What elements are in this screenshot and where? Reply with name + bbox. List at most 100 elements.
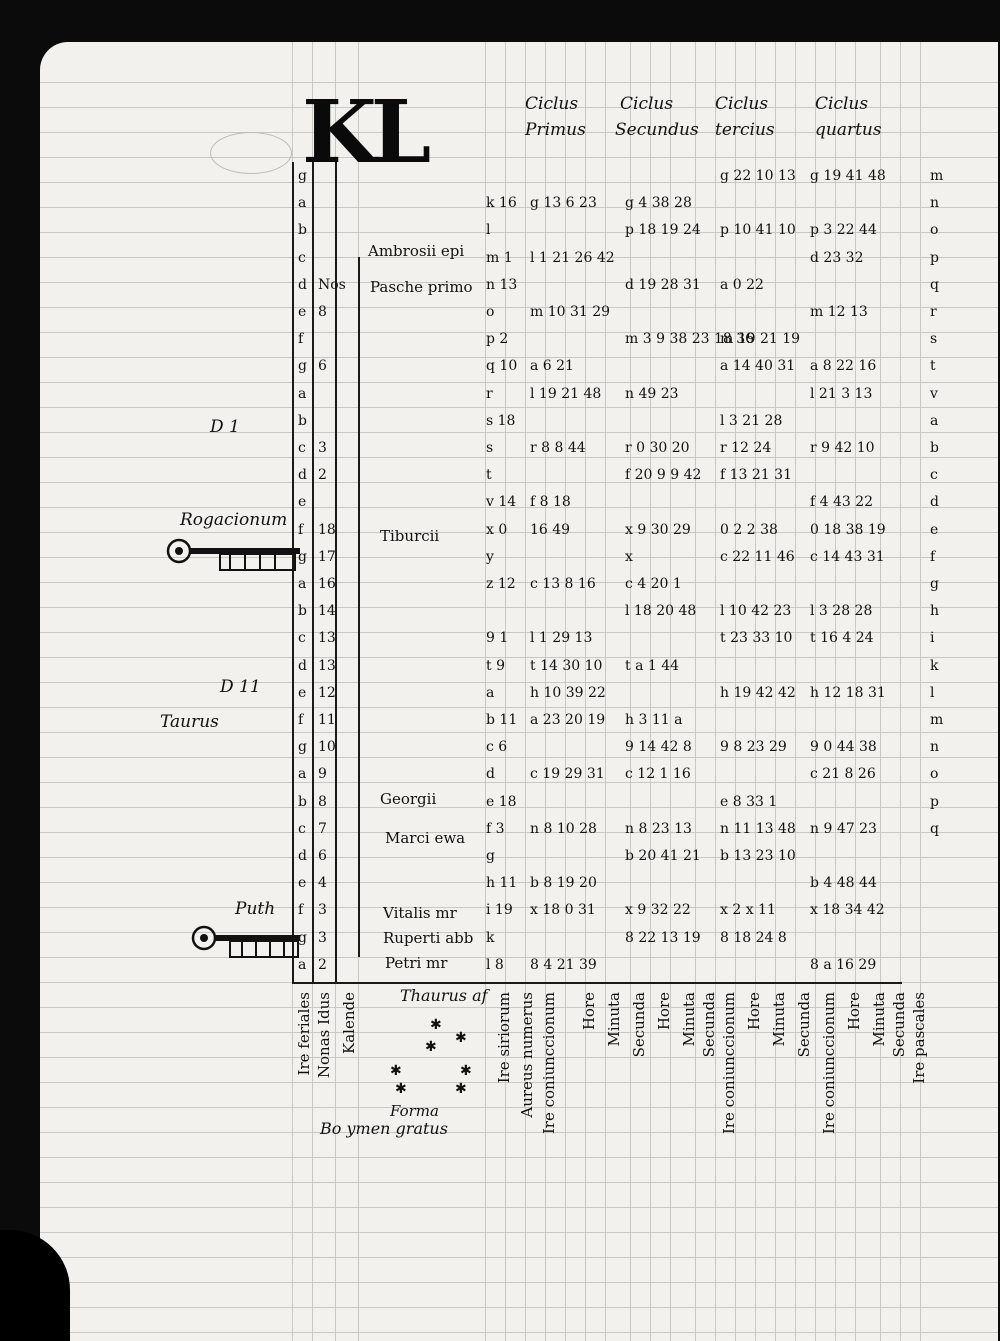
ruling-line [40,1257,998,1258]
cell-col-d: g 22 10 13 [720,168,796,184]
saint-entry: Pasche primo [370,278,473,296]
cell-letter: d [298,848,307,864]
cell-col-b: f 8 18 [530,494,571,511]
ruling-line [40,532,998,533]
ruling-line [835,42,836,1341]
column-footer-label: Hore [845,992,863,1031]
ruling-line [40,882,998,883]
cell-letter: f [298,521,304,538]
ruling-line [40,1082,998,1083]
cell-num: Nos [318,276,346,293]
ruling-line [40,907,998,908]
cell-col-e: d 23 32 [810,249,864,266]
ruling-line [40,607,998,608]
cell-num: 8 [318,304,327,320]
svg-text:✱: ✱ [390,1063,402,1079]
ruling-line [40,832,998,833]
cell-letter: g [298,929,307,946]
cell-col-e: l 21 3 13 [810,385,873,402]
cell-col-d: m 19 21 19 [720,331,801,348]
cell-col-d: 0 2 2 38 [720,521,778,538]
column-footer-label: Ire coniunccionum [820,992,838,1135]
cell-end: s [930,331,938,348]
column-footer-label: Nonas Idus [315,992,333,1079]
cell-col-a: t [486,467,492,484]
column-footer-label: Secunda [795,992,813,1058]
cell-col-c: 8 22 13 19 [625,929,701,946]
cell-end: r [930,304,937,320]
cell-end: n [930,195,940,212]
cell-end: f [930,548,936,565]
cell-col-c: g 4 38 28 [625,195,692,212]
cell-col-a: k [486,929,495,946]
cell-letter: d [298,276,307,293]
cell-col-c: h 3 11 a [625,712,683,728]
cell-col-b: a 6 21 [530,358,574,375]
column-footer-label: Ire coniunccionum [540,992,558,1135]
cell-col-d: 9 8 23 29 [720,739,787,756]
ruling-line [40,807,998,808]
kalendar-initial: KL [302,82,431,183]
cell-letter: c [298,820,306,837]
taurus-note: Thaurus af [400,986,488,1005]
cycle-2-top: Ciclus [620,94,674,114]
cell-letter: e [298,875,307,892]
cell-col-b: b 8 19 20 [530,875,597,892]
cell-letter: f [298,331,304,348]
ruling-line [715,42,716,1341]
cell-col-a: x 0 [486,521,508,538]
cell-num: 10 [318,739,336,756]
cell-col-a: f 3 [486,820,505,837]
ruling-line [40,857,998,858]
cycle-4-bottom: quartus [815,120,882,140]
cell-col-e: g 19 41 48 [810,168,886,184]
column-footer-label: Ire feriales [295,992,313,1076]
cell-col-c: x 9 30 29 [625,521,691,538]
cell-col-d: x 2 x 11 [720,902,776,919]
cell-col-a: a [486,684,495,701]
cell-col-a: s 18 [486,412,516,429]
cell-col-a: c 6 [486,739,508,756]
cell-col-b: h 10 39 22 [530,684,606,701]
cell-col-b: l 1 29 13 [530,630,593,647]
column-footer-label: Ire coniunccionum [720,992,738,1135]
signature: Bo ymen gratus [320,1119,448,1138]
ruling-line [735,42,736,1341]
cell-letter: a [298,956,307,973]
cell-end: b [930,440,939,456]
ruling-line [40,1107,998,1108]
ruling-line [40,182,998,183]
cell-num: 11 [318,712,336,728]
cell-end: e [930,521,939,538]
cycle-3-bottom: tercius [715,120,775,140]
cell-col-a: e 18 [486,793,517,810]
ruling-line [40,282,998,283]
cell-col-a: t 9 [486,657,505,674]
cell-col-c: d 19 28 31 [625,276,701,293]
cell-col-a: y [486,548,494,565]
cell-col-e: h 12 18 31 [810,684,886,701]
ruling-line [585,42,586,1341]
cell-col-a: l [486,222,491,239]
column-footer-label: Minuta [680,992,698,1047]
cell-end: v [930,385,938,402]
cell-col-c: b 20 41 21 [625,848,701,864]
cell-col-a: d [486,766,495,783]
ruling-line [525,42,526,1341]
cell-num: 6 [318,848,327,864]
ruling-line [880,42,881,1341]
cycle-3-top: Ciclus [715,94,769,114]
cell-num: 4 [318,875,327,892]
cell-col-e: c 21 8 26 [810,766,876,783]
cell-col-d: a 14 40 31 [720,358,796,375]
cell-col-a: r [486,385,493,402]
cell-col-e: f 4 43 22 [810,494,874,511]
cell-num: 3 [318,902,327,919]
